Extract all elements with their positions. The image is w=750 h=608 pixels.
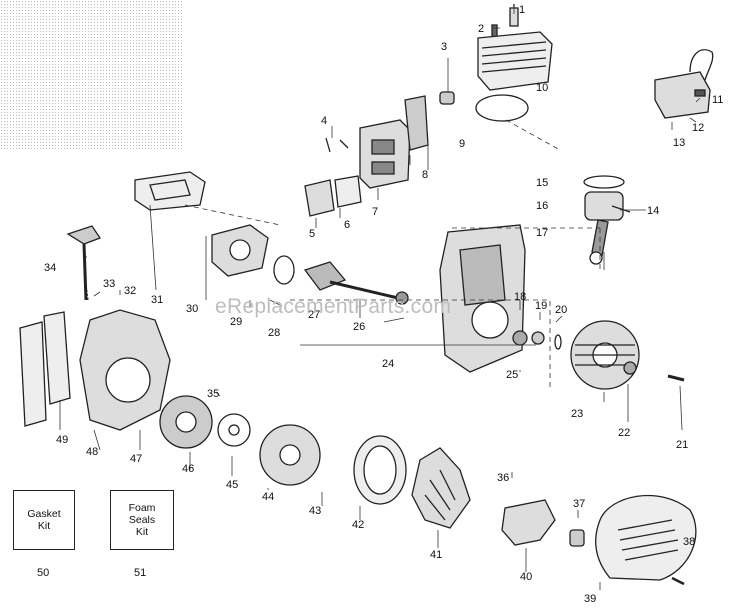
carburetor-part bbox=[211, 224, 269, 277]
part-label-25: 25 bbox=[506, 369, 518, 381]
scan-artifact bbox=[0, 0, 182, 150]
part-label-30: 30 bbox=[186, 303, 198, 315]
part-label-48: 48 bbox=[86, 446, 98, 458]
part-label-20: 20 bbox=[555, 304, 567, 316]
part-label-1: 1 bbox=[519, 4, 525, 16]
impeller-fan-part bbox=[411, 447, 471, 529]
screw-part bbox=[671, 576, 685, 586]
part-label-32: 32 bbox=[124, 285, 136, 297]
part-label-19: 19 bbox=[535, 300, 547, 312]
recoil-starter-part bbox=[259, 424, 321, 486]
bracket-part bbox=[501, 499, 556, 546]
cylinder-part bbox=[477, 31, 553, 91]
crankcase-part bbox=[439, 224, 526, 373]
cap-part bbox=[439, 91, 455, 105]
t-handle-part bbox=[66, 225, 101, 301]
part-label-7: 7 bbox=[372, 206, 378, 218]
foam-grip-part bbox=[19, 311, 71, 427]
part-label-23: 23 bbox=[571, 408, 583, 420]
key-part bbox=[667, 374, 685, 382]
seal-part bbox=[512, 330, 528, 346]
part-label-29: 29 bbox=[230, 316, 242, 328]
piston-part bbox=[583, 175, 631, 265]
part-label-49: 49 bbox=[56, 434, 68, 446]
part-label-11: 11 bbox=[712, 94, 723, 106]
nut-part bbox=[623, 361, 637, 375]
part-label-27: 27 bbox=[308, 309, 320, 321]
part-label-44: 44 bbox=[262, 491, 274, 503]
frame-part bbox=[134, 171, 206, 211]
cylinder-gasket-part bbox=[475, 94, 529, 122]
part-label-15: 15 bbox=[536, 177, 548, 189]
part-label-22: 22 bbox=[618, 427, 630, 439]
part-label-16: 16 bbox=[536, 200, 548, 212]
blower-cover-part bbox=[595, 494, 697, 581]
part-label-8: 8 bbox=[422, 169, 428, 181]
part-label-37: 37 bbox=[573, 498, 585, 510]
part-label-40: 40 bbox=[520, 571, 532, 583]
part-label-13: 13 bbox=[673, 137, 685, 149]
part-label-33: 33 bbox=[103, 278, 115, 290]
part-label-17: 17 bbox=[536, 227, 548, 239]
part-label-42: 42 bbox=[352, 519, 364, 531]
part-label-46: 46 bbox=[182, 463, 194, 475]
part-label-4: 4 bbox=[321, 115, 327, 127]
crankshaft-part bbox=[303, 261, 399, 300]
bearing-part bbox=[395, 291, 409, 305]
spacer-part bbox=[569, 529, 585, 547]
part-label-2: 2 bbox=[478, 23, 484, 35]
part-label-39: 39 bbox=[584, 593, 596, 605]
part-label-34: 34 bbox=[44, 262, 56, 274]
part-label-14: 14 bbox=[647, 205, 659, 217]
part-label-26: 26 bbox=[353, 321, 365, 333]
part-label-43: 43 bbox=[309, 505, 321, 517]
starter-pulley-part bbox=[159, 395, 213, 449]
washer-part bbox=[531, 331, 545, 345]
part-label-9: 9 bbox=[459, 138, 465, 150]
part-label-47: 47 bbox=[130, 453, 142, 465]
part-label-38: 38 bbox=[683, 536, 695, 548]
part-label-10: 10 bbox=[536, 82, 548, 94]
gasket-kit-number: 50 bbox=[37, 567, 50, 579]
watermark-text: eReplacementParts.com bbox=[215, 295, 452, 318]
part-label-41: 41 bbox=[430, 549, 442, 561]
o-ring-part bbox=[273, 255, 295, 285]
part-label-21: 21 bbox=[676, 439, 688, 451]
engine-housing-part bbox=[79, 309, 171, 431]
clip-part bbox=[554, 334, 562, 350]
gasket-kit-box: Gasket Kit bbox=[13, 490, 75, 550]
ring-cover-part bbox=[353, 435, 407, 505]
part-label-5: 5 bbox=[309, 228, 315, 240]
part-label-24: 24 bbox=[382, 358, 394, 370]
foam-seals-kit-box: Foam Seals Kit bbox=[110, 490, 174, 550]
foam-seals-kit-number: 51 bbox=[134, 567, 147, 579]
screen-part bbox=[334, 175, 362, 208]
flywheel-part bbox=[570, 320, 640, 390]
part-label-6: 6 bbox=[344, 219, 350, 231]
part-label-28: 28 bbox=[268, 327, 280, 339]
part-label-12: 12 bbox=[692, 122, 704, 134]
ignition-coil-part bbox=[654, 49, 714, 119]
part-label-35: 35 bbox=[207, 388, 219, 400]
part-label-45: 45 bbox=[226, 479, 238, 491]
plate-part bbox=[304, 179, 335, 217]
muffler-part bbox=[359, 119, 411, 189]
part-label-3: 3 bbox=[441, 41, 447, 53]
part-label-18: 18 bbox=[514, 291, 526, 303]
part-label-36: 36 bbox=[497, 472, 509, 484]
part-label-31: 31 bbox=[151, 294, 163, 306]
